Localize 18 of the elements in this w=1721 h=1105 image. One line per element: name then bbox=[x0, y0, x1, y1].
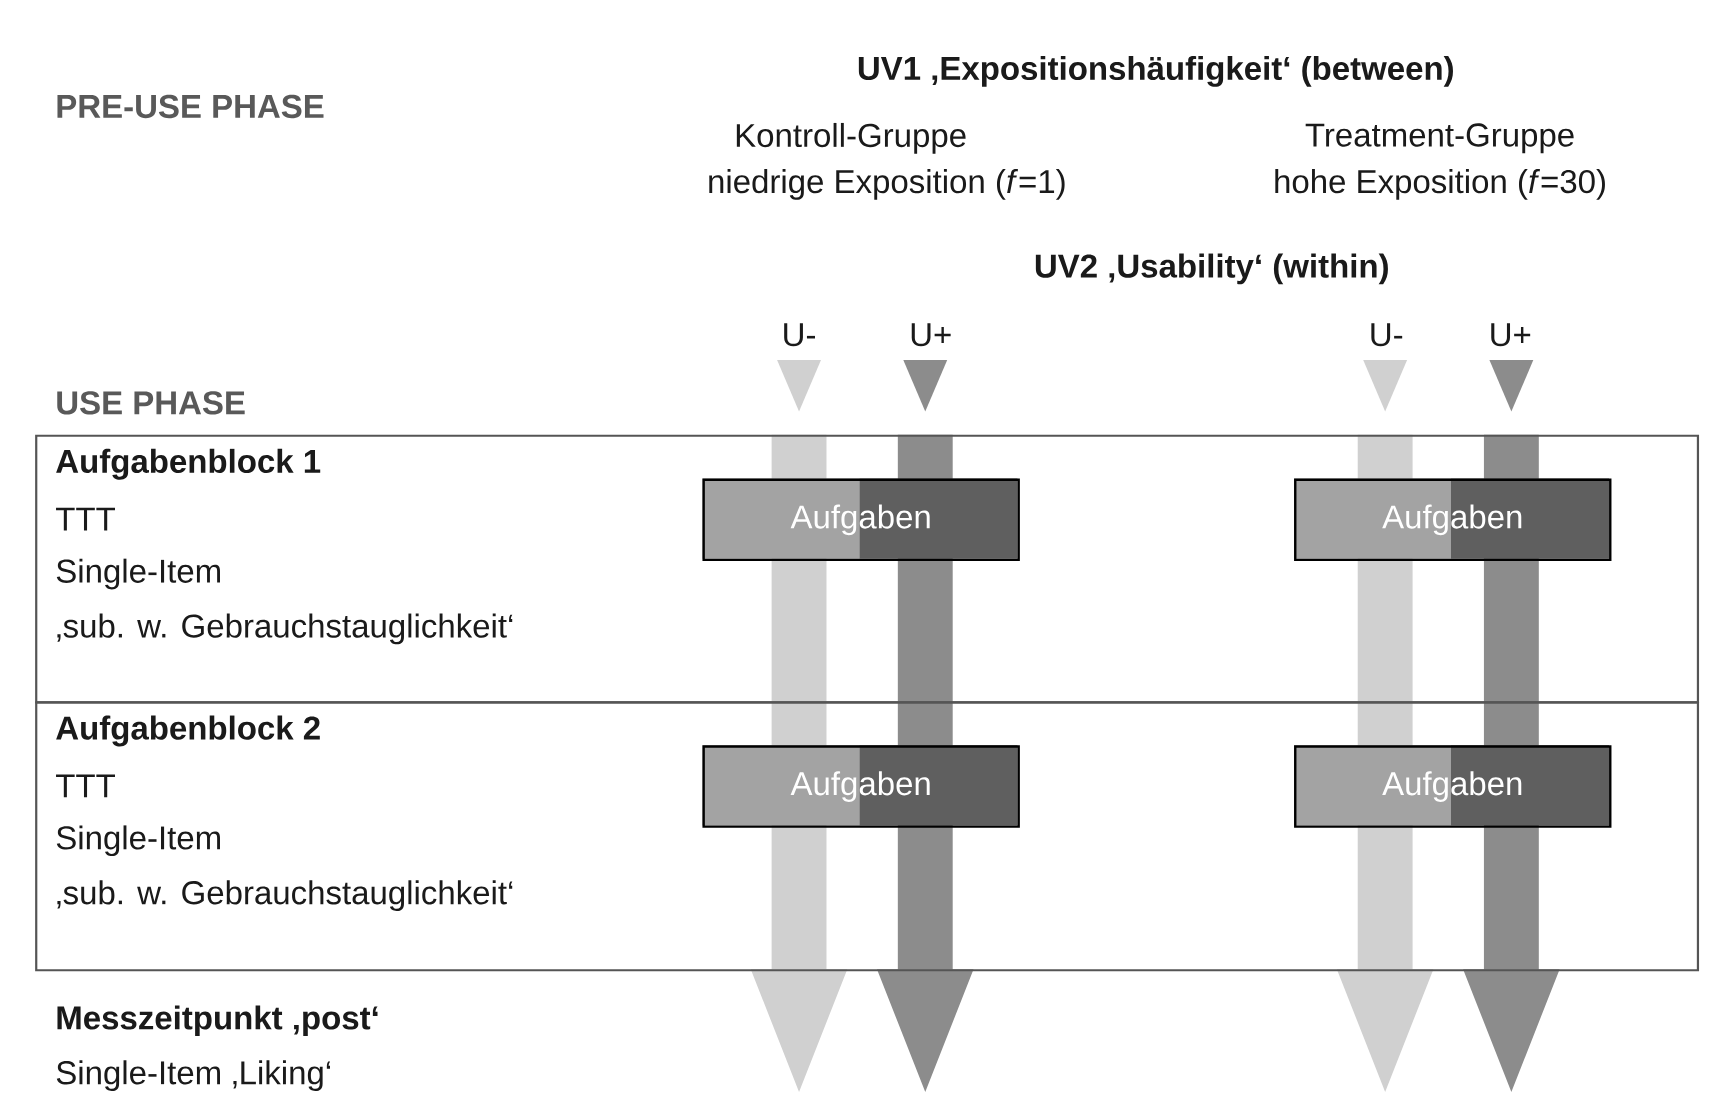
task-box: Aufgaben bbox=[1294, 745, 1612, 828]
phase-heading: PRE-USE PHASE bbox=[57, 94, 324, 118]
factor-heading: UV2 ‚Usability‘ (within) bbox=[1035, 253, 1388, 285]
group-label: hohe Exposition (f=30) bbox=[1275, 168, 1605, 200]
factor-heading: UV1 ‚Expositionshäufigkeit‘ (between) bbox=[858, 55, 1453, 87]
level-label: U+ bbox=[911, 323, 951, 347]
group-label: niedrige Exposition (f=1) bbox=[709, 168, 1065, 200]
phase-heading: USE PHASE bbox=[57, 391, 245, 415]
group-label: Kontroll-Gruppe bbox=[736, 122, 966, 154]
level-label: U- bbox=[1371, 323, 1403, 347]
measure-label: Single-Item ‚Liking‘ bbox=[56, 1060, 331, 1091]
measure-heading: Messzeitpunkt ‚post‘ bbox=[57, 1005, 378, 1036]
task-box: Aufgaben bbox=[702, 478, 1020, 561]
task-box: Aufgaben bbox=[1294, 478, 1612, 561]
group-label: Treatment-Gruppe bbox=[1305, 123, 1574, 154]
level-label: U- bbox=[784, 323, 815, 347]
level-label: U+ bbox=[1491, 323, 1531, 347]
task-box: Aufgaben bbox=[702, 745, 1020, 828]
